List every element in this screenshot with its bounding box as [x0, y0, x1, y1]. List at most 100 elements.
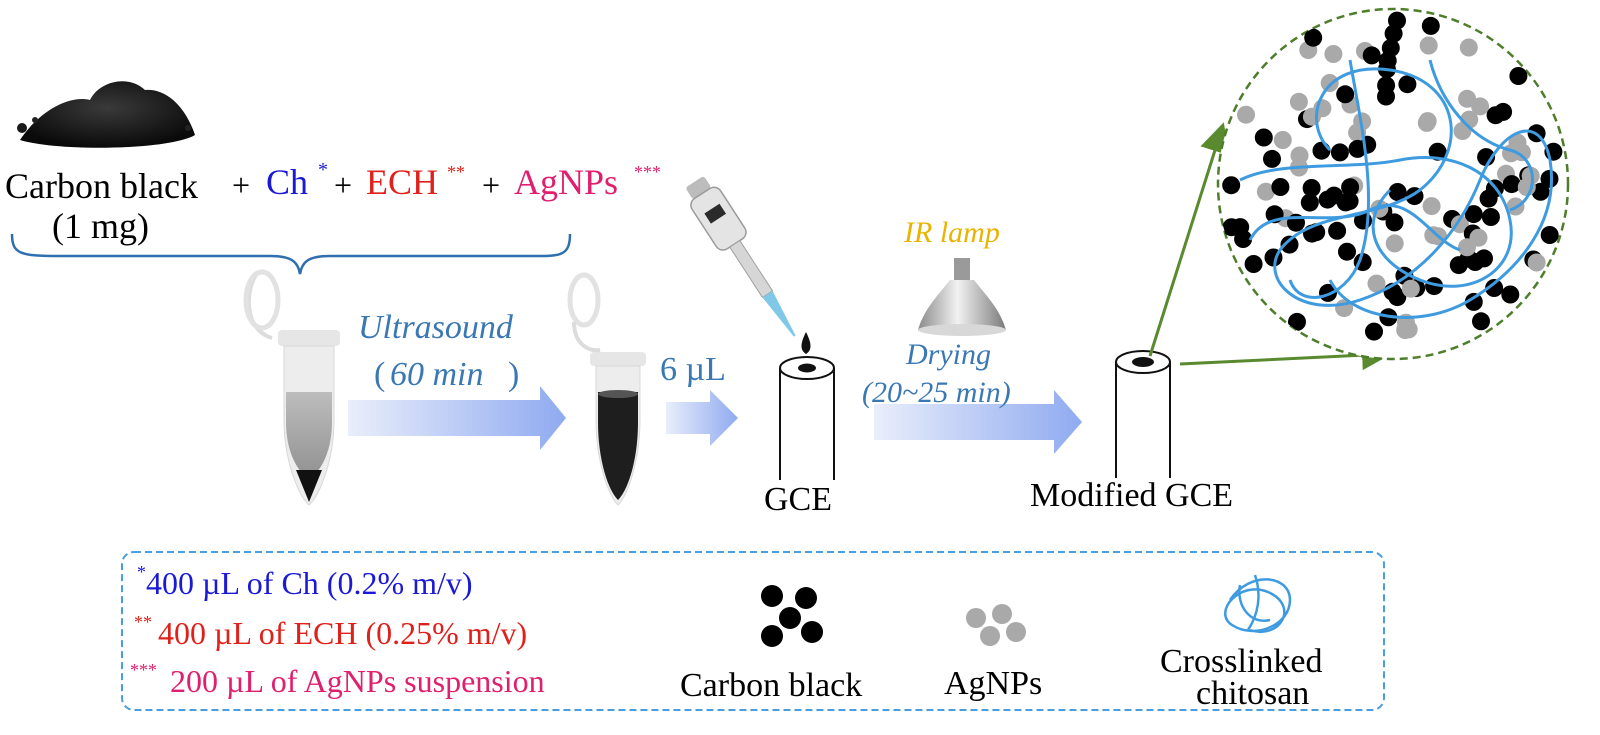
drying-time: (20~25 min) — [862, 376, 1011, 409]
ech-label: ECH — [366, 162, 438, 202]
carbon-black-particle — [1341, 178, 1360, 197]
carbon-black-particle — [1304, 28, 1323, 47]
modified-gce-electrode-icon — [1115, 350, 1171, 478]
carbon-black-particle — [1222, 218, 1241, 237]
agnp-particle — [1399, 320, 1418, 339]
carbon-black-legend-icon — [761, 585, 823, 647]
carbon-black-particle — [1501, 285, 1520, 304]
ch-label: Ch — [266, 162, 308, 202]
carbon-black-particle — [1388, 11, 1406, 30]
carbon-black-particle — [1328, 221, 1347, 240]
agnp-particle — [1458, 89, 1477, 108]
carbon-black-particle — [1330, 143, 1349, 162]
crosslinked-chitosan-network — [1239, 59, 1553, 319]
crosslinked-chitosan-legend-icon — [1224, 574, 1292, 633]
tube-black-dispersion-icon — [567, 272, 646, 506]
carbon-black-particle — [1475, 249, 1493, 268]
agnp-particle — [1324, 45, 1343, 63]
carbon-black-particle — [1234, 230, 1253, 248]
ultrasound-paren-open: ( — [374, 356, 385, 393]
agnps-legend-icon — [966, 604, 1026, 646]
carbon-black-particle — [1340, 192, 1359, 211]
carbon-black-particle — [1378, 51, 1397, 70]
agnps-label: AgNPs — [514, 162, 618, 202]
crosslinked-legend-line2: chitosan — [1196, 675, 1309, 712]
drying-label: Drying — [905, 338, 991, 371]
note2-text: 400 µL of ECH (0.25% m/v) — [158, 615, 527, 651]
carbon-black-particle — [1338, 242, 1356, 261]
plus-sign-2: + — [334, 167, 352, 203]
tube-grey-mixture-icon — [243, 269, 340, 506]
modified-gce-label: Modified GCE — [1030, 477, 1233, 514]
agnp-particle — [1418, 112, 1437, 131]
agnp-particle — [1458, 238, 1476, 257]
pipette-icon — [686, 176, 796, 337]
agnp-particle — [1527, 253, 1546, 272]
carbon-black-particle — [1494, 102, 1513, 121]
note3-text: 200 µL of AgNPs suspension — [170, 663, 545, 699]
carbon-black-particle — [1254, 128, 1273, 147]
carbon-black-particle — [1288, 312, 1306, 331]
carbon-black-particle — [1365, 322, 1383, 341]
carbon-black-particle — [1540, 169, 1559, 188]
carbon-black-powder-image — [17, 81, 195, 148]
carbon-black-particle — [1312, 141, 1331, 160]
legend-box — [121, 551, 1385, 711]
carbon-black-particle — [1540, 226, 1559, 244]
grouping-brace — [10, 233, 572, 275]
carbon-black-particle — [1485, 279, 1504, 297]
carbon-black-particle — [1464, 292, 1483, 311]
carbon-black-particle — [1509, 67, 1528, 85]
gce-electrode-icon — [779, 332, 835, 480]
carbon-black-particle — [1222, 176, 1241, 195]
ech-footnote-mark: ** — [447, 162, 465, 182]
agnp-particle — [1237, 105, 1255, 124]
agnp-particle — [1401, 279, 1420, 298]
zoom-arrow-upper — [1148, 122, 1230, 357]
ir-lamp-label: IR lamp — [903, 216, 1000, 249]
carbon-black-particle — [1531, 182, 1550, 201]
carbon-black-particle — [1481, 208, 1500, 226]
carbon-black-legend-label: Carbon black — [680, 667, 862, 704]
carbon-black-particle — [1263, 149, 1281, 168]
agnps-legend-label: AgNPs — [944, 665, 1042, 702]
agnp-particle — [1508, 133, 1527, 152]
carbon-black-particle — [1377, 76, 1396, 95]
agnp-particle — [1419, 36, 1438, 55]
agnp-particle — [1320, 74, 1339, 92]
ch-footnote-mark: * — [318, 159, 328, 181]
agnp-particle — [1450, 215, 1469, 234]
carbon-black-particle — [1449, 256, 1468, 275]
carbon-black-particle — [1421, 16, 1440, 35]
note2-mark: ** — [134, 612, 152, 632]
carbon-black-particle — [1502, 175, 1521, 194]
carbon-black-particle — [1280, 235, 1299, 254]
carbon-black-particle — [1348, 139, 1367, 158]
carbon-black-amount: (1 mg) — [52, 206, 149, 246]
note1-text: 400 µL of Ch (0.2% m/v) — [146, 565, 473, 601]
magnified-surface-view — [1216, 7, 1570, 361]
agnp-particle — [1471, 97, 1490, 116]
carbon-black-particle — [1336, 85, 1355, 104]
carbon-black-particle — [1398, 75, 1417, 94]
agnp-particle — [1273, 131, 1292, 149]
plus-sign-3: + — [482, 167, 500, 203]
ultrasound-time: 60 min — [390, 356, 484, 393]
process-arrow-2 — [666, 390, 738, 446]
carbon-black-particle — [1362, 46, 1381, 65]
ultrasound-paren-close: ) — [508, 356, 519, 393]
note3-mark: *** — [130, 660, 157, 680]
ultrasound-label: Ultrasound — [358, 309, 514, 346]
carbon-black-particle — [1244, 255, 1263, 273]
ir-lamp-icon — [918, 258, 1006, 336]
agnp-particle — [1256, 182, 1275, 201]
carbon-black-particle — [1318, 190, 1337, 209]
agnp-particle — [1459, 38, 1478, 57]
carbon-black-particle — [1464, 205, 1483, 224]
agnp-particle — [1289, 92, 1308, 111]
agnp-particle — [1424, 226, 1443, 245]
note1-mark: * — [137, 562, 146, 582]
carbon-black-particle — [1425, 277, 1444, 296]
agnp-particle — [1422, 197, 1441, 216]
